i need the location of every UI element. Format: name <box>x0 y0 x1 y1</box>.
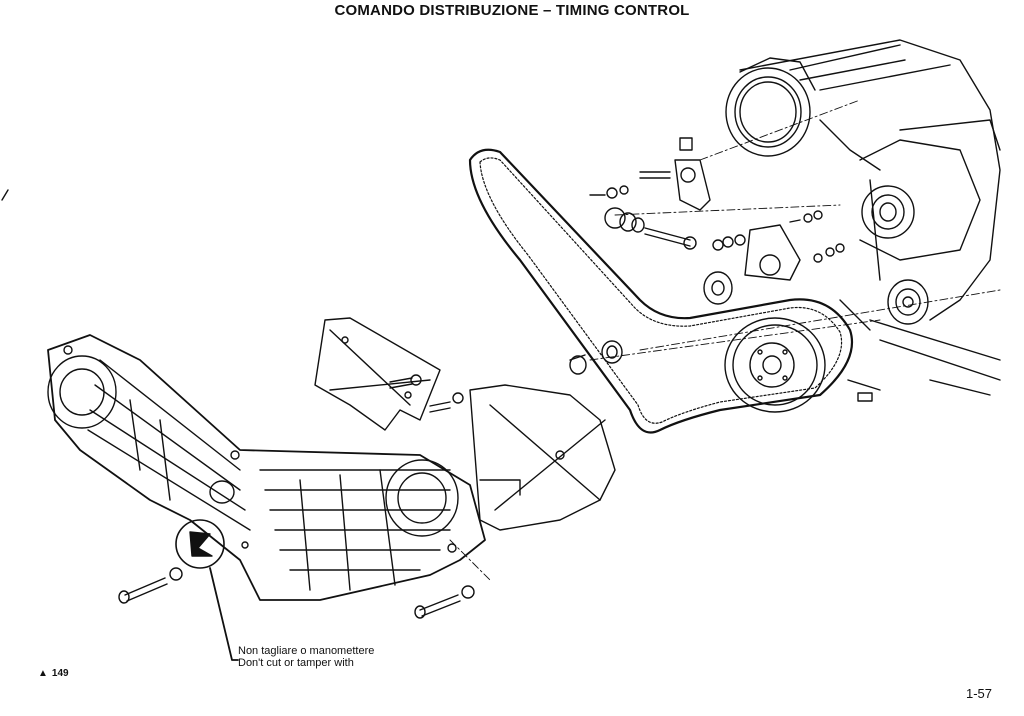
alignment-lines <box>449 99 1001 581</box>
timing-belt <box>468 148 854 434</box>
outer-timing-cover <box>47 334 486 601</box>
edge-mark <box>1 189 9 201</box>
camshaft-flange <box>725 57 816 157</box>
warning-callout: Non tagliare o manomettere Don't cut or … <box>238 645 374 669</box>
rear-cover-plate <box>314 317 441 431</box>
bolts <box>118 374 475 619</box>
crank-gear <box>887 279 929 325</box>
crankshaft-pulley <box>724 317 826 413</box>
warning-text-english: Don't cut or tamper with <box>238 657 354 669</box>
inner-belt-guard <box>469 384 616 531</box>
page-title: COMANDO DISTRIBUZIONE – TIMING CONTROL <box>334 2 690 19</box>
crank-arrow <box>847 379 881 402</box>
figure-number: ▲149 <box>38 668 69 679</box>
bushings <box>569 340 623 375</box>
figure-number-value: 149 <box>51 668 69 679</box>
triangle-up-icon: ▲ <box>38 668 48 679</box>
warning-mark <box>175 519 239 661</box>
warning-text-italian: Non tagliare o manomettere <box>238 645 375 657</box>
tensioner-assembly <box>589 137 845 305</box>
camshaft-pulley <box>861 185 915 239</box>
engine-block <box>739 39 1001 396</box>
page-number: 1-57 <box>966 686 993 701</box>
